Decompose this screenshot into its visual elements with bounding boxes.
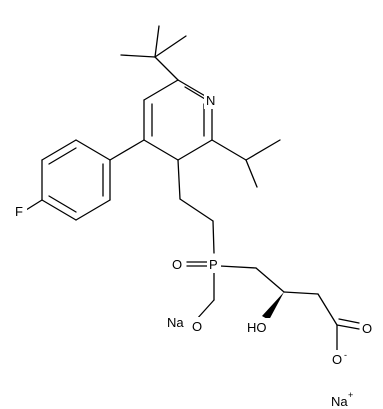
ethylene-linker [177, 159, 215, 254]
sodium-ion-label: Na [331, 394, 348, 409]
hydroxyl-label: HO [247, 320, 267, 335]
wedge-bond [262, 292, 284, 320]
sodium-bound-label: Na [167, 315, 184, 330]
pyridine-ring [143, 79, 213, 161]
anion-charge: - [344, 350, 347, 360]
nitrogen-label: N [206, 93, 215, 108]
phosphorus-label: P [209, 257, 218, 272]
tert-butyl-group [120, 25, 187, 81]
anionic-oxygen-label: O [332, 352, 342, 367]
fluorine-label: F [15, 204, 23, 219]
cation-charge: + [348, 390, 353, 400]
hydroxybutanoate-chain [255, 267, 360, 354]
ester-oxygen-label: O [192, 319, 202, 334]
phosphoryl-oxygen-label: O [172, 257, 182, 272]
phosphinate-group [186, 261, 257, 321]
isopropyl-group [211, 139, 281, 188]
atom-labels: N F P O O Na HO O O - Na + [13, 91, 376, 409]
carbonyl-oxygen-label: O [362, 321, 372, 336]
fluorophenyl-ring [25, 139, 145, 221]
